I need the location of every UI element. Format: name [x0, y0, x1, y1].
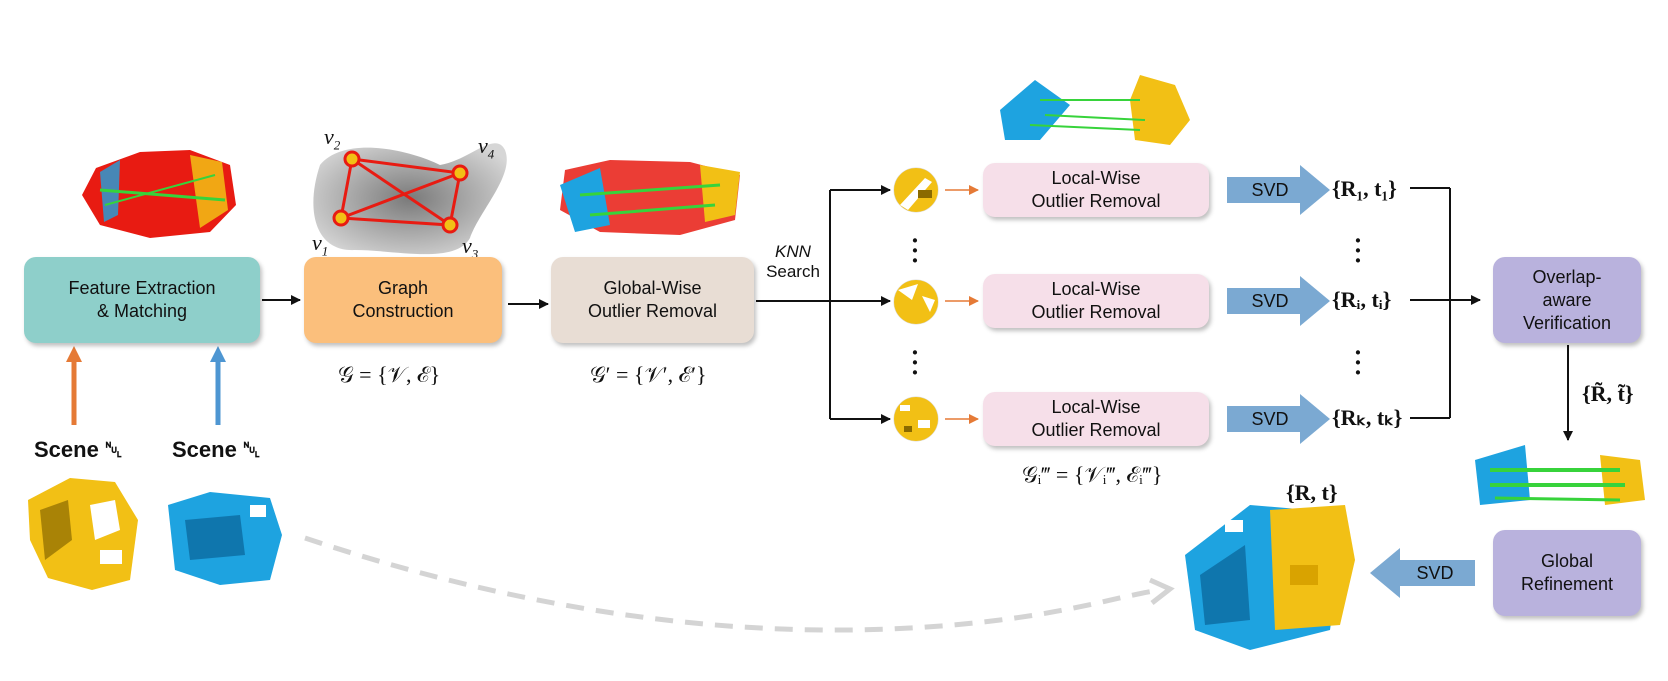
svd-arrow-i — [1227, 276, 1330, 326]
final-transform: {R, t} — [1286, 480, 1338, 505]
registered-result-cloud — [1185, 505, 1355, 650]
global-matches-thumbnail — [560, 160, 740, 235]
knn-search-label: KNN Search — [756, 242, 830, 282]
svd-arrow-final — [1370, 548, 1475, 598]
svd-arrow-1 — [1227, 165, 1330, 215]
target-scene-cloud — [168, 492, 282, 585]
global-graph-formula: 𝒢′ = {𝒱′, ℰ′} — [590, 362, 707, 387]
local-wise-outlier-removal-box-i: Local-Wise Outlier Removal — [983, 274, 1209, 328]
svd-label-i: SVD — [1251, 291, 1289, 311]
scene-crop-1 — [893, 167, 939, 213]
local-graph-formula: 𝒢ᵢ‴ = {𝒱ᵢ‴, ℰᵢ‴} — [1022, 462, 1163, 487]
node-label-v2: v2 — [324, 124, 341, 153]
target-scene-label: Scene ␀ — [172, 437, 261, 462]
knn-branching-arrows — [756, 185, 891, 424]
search-label: Search — [766, 262, 820, 281]
svd-label-k: SVD — [1251, 409, 1289, 429]
feature-extraction-box: Feature Extraction & Matching — [24, 257, 260, 343]
hypothesis-i: {Rᵢ, tᵢ} — [1332, 287, 1392, 312]
node-label-v4: v4 — [478, 133, 495, 162]
graph-construction-box: Graph Construction — [304, 257, 502, 343]
scene-crop-i — [893, 279, 939, 325]
local-wise-outlier-removal-box-k: Local-Wise Outlier Removal — [983, 392, 1209, 446]
source-scene-label: Scene ␀ — [34, 437, 123, 462]
scene-crop-k — [893, 396, 939, 442]
hypothesis-1: {R₁, t₁} — [1332, 176, 1397, 201]
overlap-aware-verification-box: Overlap- aware Verification — [1493, 257, 1641, 343]
ellipsis-hypotheses-upper: ··· — [1353, 226, 1363, 275]
svd-label-1: SVD — [1251, 180, 1289, 200]
ellipsis-crops-lower: ··· — [910, 338, 920, 387]
node-label-v1: v1 — [312, 230, 329, 259]
source-scene-cloud — [28, 478, 138, 590]
ellipsis-crops-upper: ··· — [910, 226, 920, 275]
ellipsis-hypotheses-lower: ··· — [1353, 338, 1363, 387]
hypothesis-k: {Rₖ, tₖ} — [1332, 405, 1403, 430]
best-hypothesis: {R̃, t̃} — [1582, 381, 1634, 406]
verification-thumbnail — [1475, 445, 1645, 505]
global-wise-outlier-removal-box: Global-Wise Outlier Removal — [551, 257, 754, 343]
matches-point-cloud-thumbnail — [82, 150, 236, 238]
local-matches-thumbnail — [1000, 75, 1190, 145]
crop-to-local-arrows — [945, 185, 979, 424]
global-refinement-box: Global Refinement — [1493, 530, 1641, 616]
scene-to-result-dashed-arrow — [304, 535, 1161, 633]
svd-label-final: SVD — [1416, 563, 1454, 583]
svd-arrow-k — [1227, 394, 1330, 444]
knn-label: KNN — [775, 242, 811, 261]
hypotheses-merge-lines — [1410, 187, 1481, 419]
node-label-v3: v3 — [462, 233, 479, 262]
graph-illustration — [313, 143, 507, 255]
local-wise-outlier-removal-box-1: Local-Wise Outlier Removal — [983, 163, 1209, 217]
graph-set-formula: 𝒢 = {𝒱, ℰ} — [338, 362, 441, 387]
